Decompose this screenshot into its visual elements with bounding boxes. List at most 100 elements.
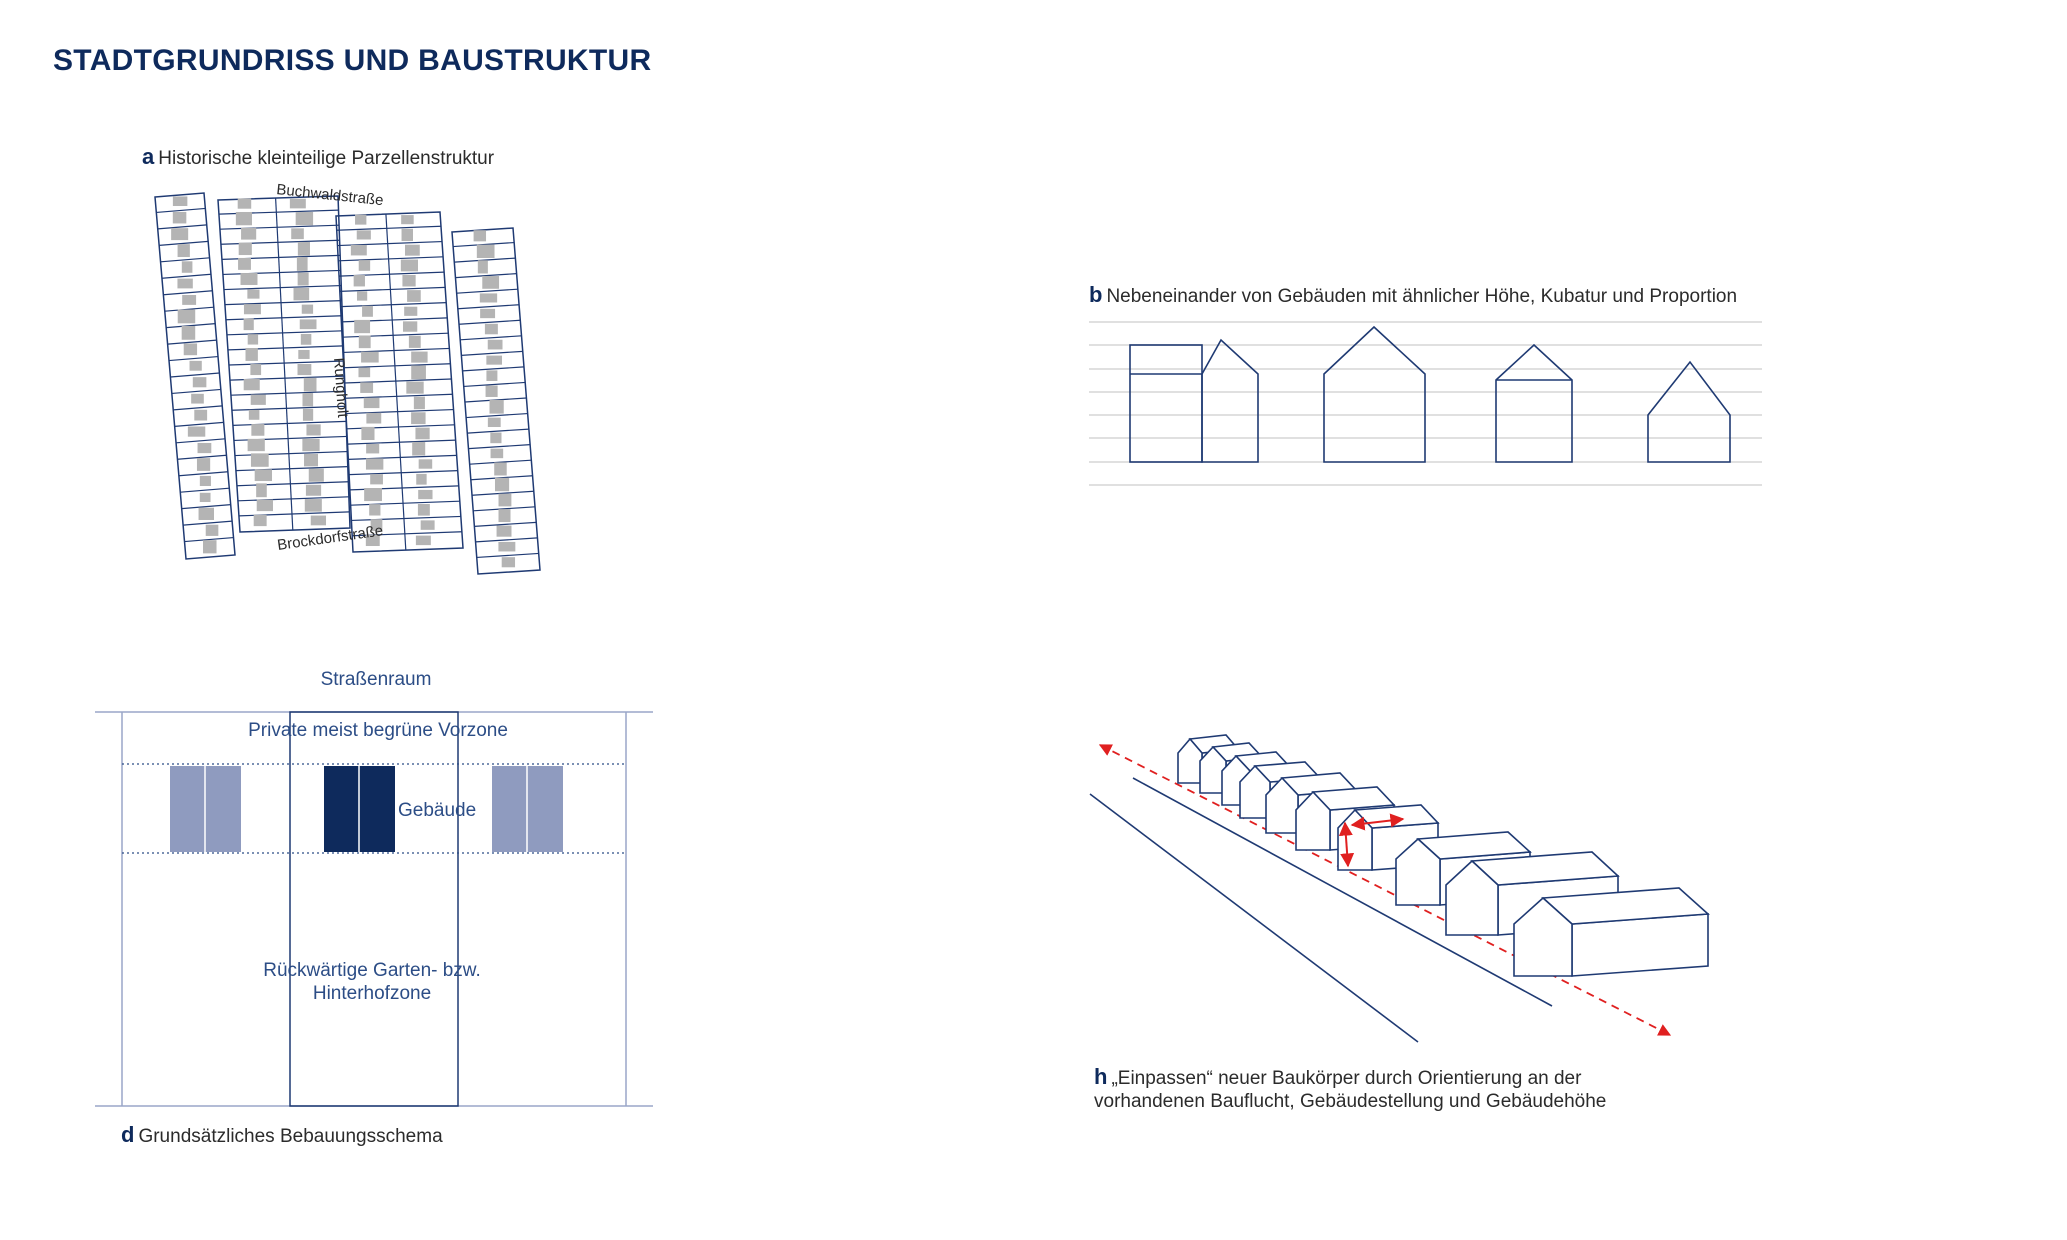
parcel-boundary — [235, 466, 348, 472]
parcel-building — [199, 492, 211, 503]
parcel-building — [205, 524, 219, 536]
parcel-boundary — [473, 506, 536, 512]
parcel-boundary — [459, 319, 521, 325]
panel-h-caption-line-2: vorhandenen Bauflucht, Gebäudestellung u… — [1094, 1091, 1607, 1112]
parcel-building — [181, 261, 193, 273]
neighbor-building-right — [492, 766, 563, 852]
back-zone-line-1: Rückwärtige Garten- bzw. — [263, 960, 481, 981]
parcel-building — [360, 382, 374, 393]
parcel-boundary — [157, 224, 207, 230]
parcel-boundary — [453, 241, 515, 248]
parcel-building — [177, 278, 193, 289]
parcel-boundary — [275, 197, 294, 531]
parcel-building — [298, 349, 310, 359]
parcel-building — [238, 242, 252, 256]
parcel-building — [297, 272, 309, 286]
parcel-boundary — [159, 240, 209, 246]
back-zone-label: Rückwärtige Garten- bzw. Hinterhofzone — [222, 959, 522, 1005]
parcel-boundary — [475, 537, 538, 543]
panel-h-caption-line-1: „Einpassen“ neuer Baukörper durch Orient… — [1111, 1068, 1582, 1089]
parcel-building — [301, 304, 314, 314]
parcel-boundary — [469, 459, 532, 465]
parcel-building — [302, 408, 314, 421]
parcel-boundary — [470, 475, 533, 481]
parcel-building — [361, 351, 379, 363]
parcel-boundary — [164, 306, 214, 312]
street-label-middle: Rungholt — [330, 357, 351, 419]
parcel-boundary — [177, 454, 227, 460]
parcel-building — [296, 256, 308, 271]
parcel-blocks — [154, 192, 541, 575]
parcel-building — [243, 318, 254, 331]
parcel-building — [412, 441, 426, 456]
parcel-building — [498, 493, 512, 507]
parcel-building — [479, 293, 498, 303]
parcel-boundary — [236, 481, 349, 487]
parcel-building — [171, 228, 189, 241]
parcel-building — [486, 370, 498, 381]
parcel-building — [198, 507, 214, 520]
parcel-building — [181, 325, 196, 340]
street-space-label: Straßenraum — [320, 669, 432, 690]
parcel-boundary — [230, 390, 346, 396]
parcel-building — [490, 448, 504, 459]
parcel-block — [451, 227, 541, 575]
parcel-building — [363, 397, 380, 409]
parcel-building — [247, 438, 265, 452]
parcel-building — [194, 409, 208, 421]
parcel-building — [189, 360, 202, 371]
panel-d-letter: d — [121, 1122, 135, 1147]
parcel-building — [254, 469, 273, 482]
parcel-building — [297, 241, 310, 256]
parcel-building — [247, 334, 259, 345]
parcel-boundary — [455, 273, 517, 279]
parcel-building — [417, 504, 430, 516]
back-zone-line-2: Hinterhofzone — [312, 983, 432, 1004]
parcel-boundary — [160, 257, 210, 263]
parcel-building — [191, 393, 204, 404]
parcel-boundary — [237, 496, 349, 502]
parcel-boundary — [462, 366, 525, 372]
parcel-building — [300, 333, 312, 345]
parcel-building — [291, 228, 304, 240]
parcel-boundary — [467, 428, 529, 434]
parcel-boundary — [347, 439, 456, 445]
parcel-building — [402, 274, 416, 287]
parcel-building — [237, 198, 252, 209]
parcel-building — [187, 426, 206, 437]
building-line-arrow — [1098, 744, 1672, 1036]
parcel-boundary — [349, 470, 458, 476]
panel-a-caption-text: Historische kleinteilige Parzellenstrukt… — [158, 148, 495, 169]
parcel-building — [358, 260, 371, 271]
parcel-building — [476, 244, 495, 259]
parcel-building — [238, 257, 251, 270]
parcel-boundary — [343, 363, 451, 369]
parcel-boundary — [223, 284, 342, 291]
parcel-boundary — [176, 438, 226, 444]
parcel-building — [484, 323, 498, 335]
parcel-building — [304, 499, 322, 512]
parcel-boundary — [456, 288, 518, 294]
panel-h-letter: h — [1094, 1064, 1108, 1089]
parcel-building — [487, 339, 503, 350]
parcel-building — [485, 385, 498, 397]
parcel-building — [177, 244, 190, 258]
parcel-boundary — [178, 471, 229, 477]
parcel-building — [256, 483, 267, 498]
parcel-boundary — [166, 323, 216, 329]
parcel-building — [302, 438, 320, 452]
parcel-block — [335, 211, 464, 553]
parcel-building — [235, 211, 252, 226]
parcel-boundary — [183, 520, 233, 526]
parcel-building — [400, 259, 418, 272]
house-3 — [1495, 343, 1573, 463]
parcel-building — [289, 198, 306, 209]
parcel-boundary — [350, 500, 460, 506]
parcel-building — [480, 308, 496, 319]
parcel-building — [354, 319, 371, 334]
parcel-building — [248, 409, 260, 420]
